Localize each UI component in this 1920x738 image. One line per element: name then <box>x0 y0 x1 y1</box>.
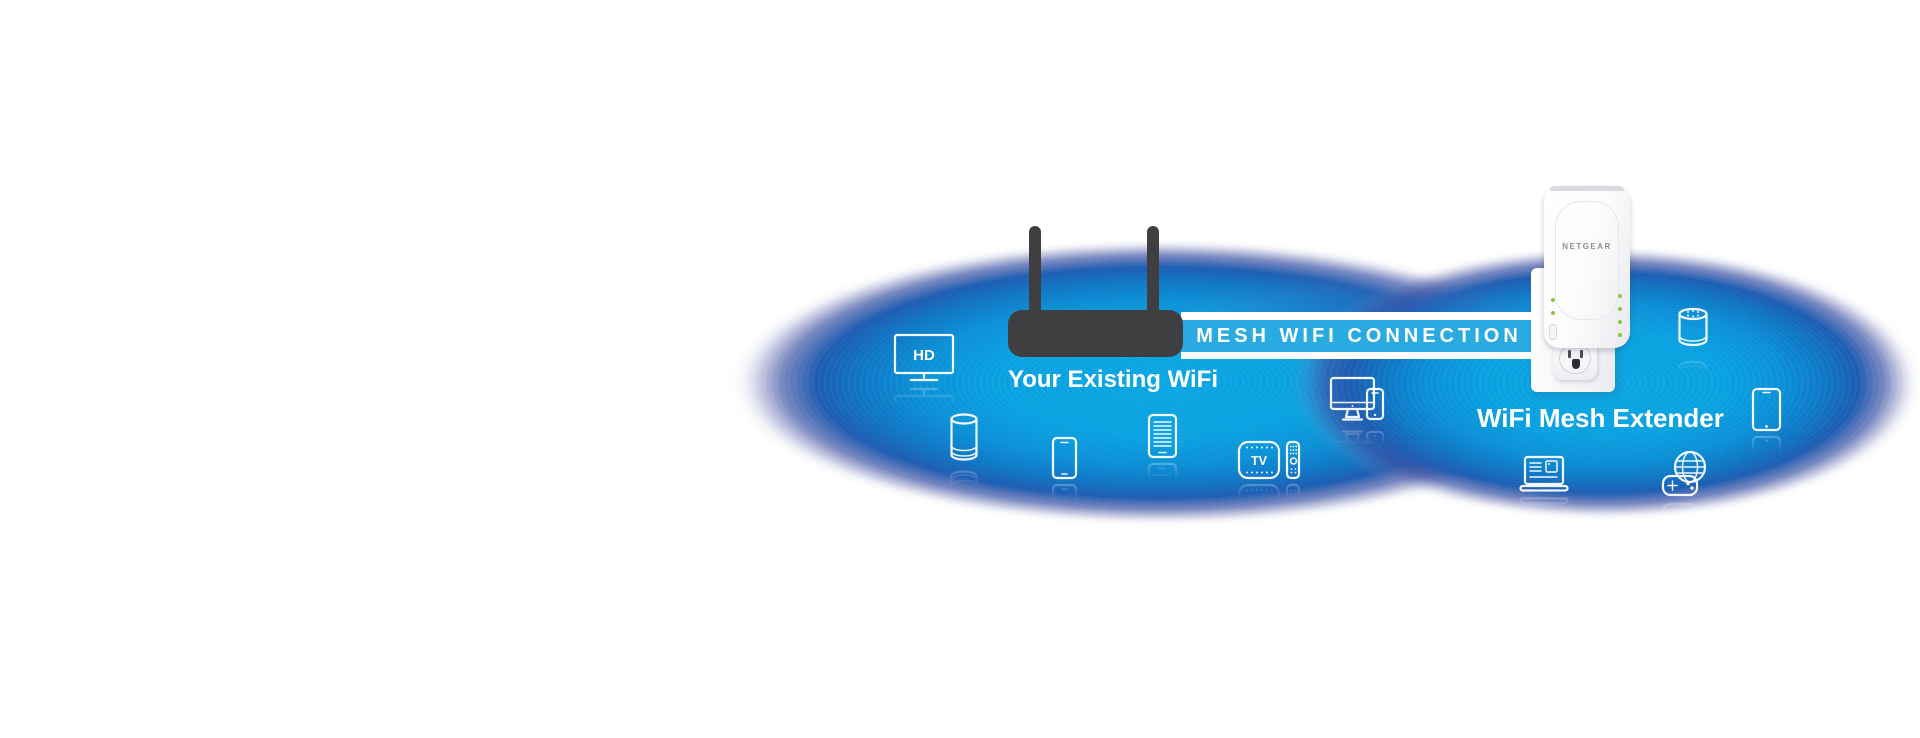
coverage-overlap-wave <box>1150 248 1580 318</box>
mesh-connection-label: MESH WIFI CONNECTION <box>1196 324 1522 347</box>
router-icon <box>1008 226 1183 357</box>
extender-led <box>1551 311 1555 315</box>
mesh-extender-device: NETGEAR <box>1544 186 1630 348</box>
socket <box>1559 343 1591 374</box>
extender-led <box>1618 294 1622 298</box>
extender-led <box>1618 320 1622 324</box>
laptop-icon <box>1519 455 1569 493</box>
tv-remote-icon <box>1287 442 1299 478</box>
globe-and-game-controller-icon <box>1661 450 1709 498</box>
router-antenna-left <box>1029 226 1041 314</box>
mesh-connection-band: MESH WIFI CONNECTION <box>1181 312 1537 359</box>
extender-led <box>1618 333 1622 337</box>
tv-badge: TV <box>1251 454 1268 468</box>
hd-badge: HD <box>913 347 935 364</box>
extender-wps-button <box>1549 324 1557 340</box>
router-label: Your Existing WiFi <box>1008 366 1219 393</box>
smart-speaker-short-icon <box>1677 306 1709 352</box>
tablet-icon <box>1751 387 1782 432</box>
hd-tv-icon: HD <box>893 333 955 383</box>
smartphone-icon <box>1051 436 1078 480</box>
router-antenna-right <box>1147 226 1159 314</box>
extender-brand-label: NETGEAR <box>1562 242 1612 251</box>
extender-label: WiFi Mesh Extender <box>1477 403 1724 433</box>
extender-led <box>1551 298 1555 302</box>
extender-led <box>1618 307 1622 311</box>
extender-front-panel <box>1555 201 1619 320</box>
e-reader-tablet-icon <box>1147 413 1178 459</box>
tv-streaming-box-icon: TV <box>1237 440 1301 480</box>
desktop-monitor-and-phone-icon <box>1329 376 1385 424</box>
smart-speaker-tall-icon <box>949 412 979 464</box>
